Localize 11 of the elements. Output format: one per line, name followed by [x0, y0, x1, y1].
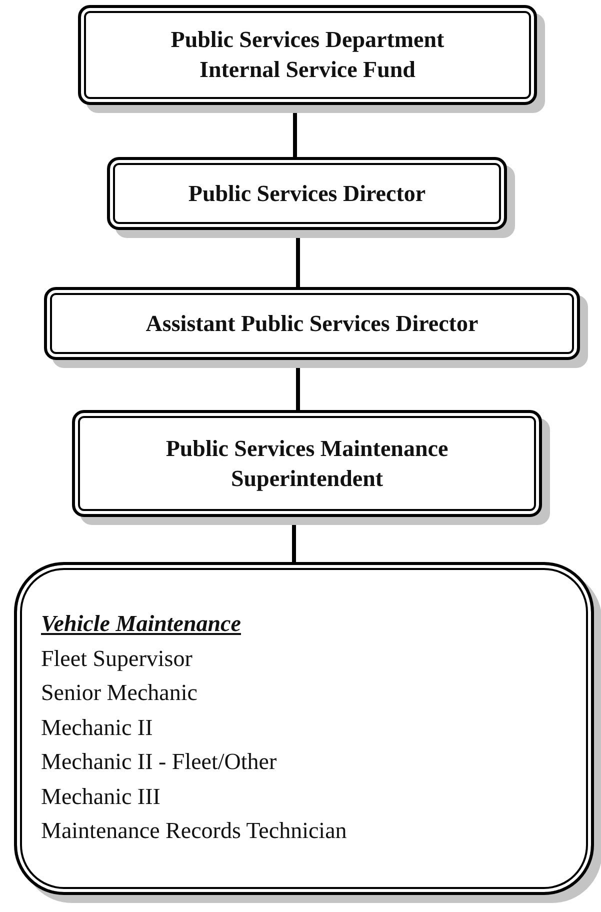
position-title: Public Services Department Internal Service Fund [170, 26, 446, 84]
job-title: Maintenance Records Technician [41, 817, 347, 845]
job-title: Mechanic II [41, 714, 153, 742]
job-title: Fleet Supervisor [41, 644, 192, 673]
job-title: Mechanic II - Fleet/Other [41, 748, 277, 776]
job-title: Senior Mechanic [41, 679, 198, 707]
position-title: Public Services Maintenance Superintendent [164, 434, 450, 493]
position-title: Public Services Director [187, 180, 427, 208]
position-title: Assistant Public Services Director [144, 310, 480, 338]
section-heading: Vehicle Maintenance [41, 610, 241, 638]
job-title: Mechanic III [41, 782, 160, 810]
